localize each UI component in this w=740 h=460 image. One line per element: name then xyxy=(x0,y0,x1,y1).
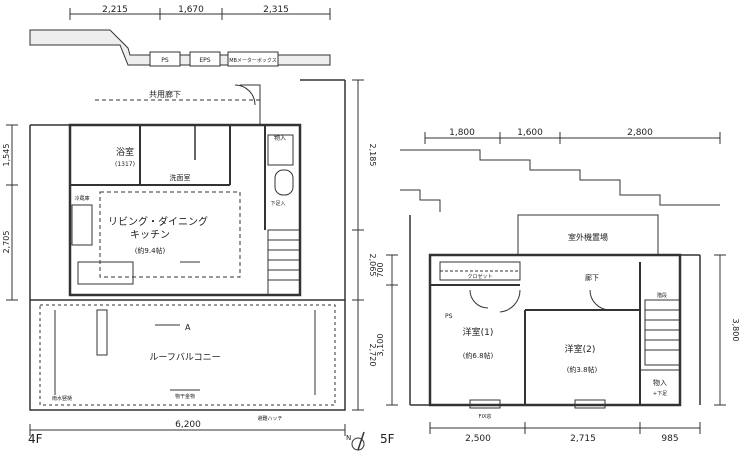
4f-storage-label: 物入 xyxy=(274,134,286,142)
4f-roof-balcony xyxy=(29,299,346,411)
4f-floor-label: 4F xyxy=(28,432,43,446)
4f-dim-top-3: 2,315 xyxy=(263,5,289,15)
4f-dim-top-2: 1,670 xyxy=(178,5,204,15)
5f-storage-note: +下足 xyxy=(653,391,667,397)
4f-bottom-label-2: 物干金物 xyxy=(175,393,195,400)
4f-outer-wall xyxy=(68,123,302,297)
5f-floor-label: 5F xyxy=(380,432,395,446)
5f-dim-right-1: 3,800 xyxy=(731,319,740,342)
5f-dim-top-3: 2,800 xyxy=(627,128,653,138)
4f-dim-bottom: 6,200 xyxy=(175,420,201,430)
4f-dim-top-1: 2,215 xyxy=(102,5,128,15)
5f-stair-label: 階段 xyxy=(657,292,667,299)
5f-dim-top-1: 1,800 xyxy=(449,128,475,138)
5f-dim-bottom-2: 2,715 xyxy=(570,434,596,444)
4f-roof-balcony-label: ルーフバルコニー xyxy=(149,352,220,363)
5f-stairs xyxy=(644,299,681,366)
4f-right-dimensions xyxy=(352,79,364,411)
floor-5f xyxy=(386,132,726,434)
5f-window-label: FIX窓 xyxy=(479,413,492,420)
4f-dim-right-2: 2,065 xyxy=(368,254,377,277)
4f-ldk-label-2: キッチン xyxy=(130,229,170,241)
4f-section-mark: A xyxy=(185,323,191,332)
4f-refrigerator-label: 冷蔵庫 xyxy=(74,195,89,202)
4f-dim-left-1: 1,545 xyxy=(2,144,11,167)
5f-right-dimensions xyxy=(714,254,726,406)
5f-dim-left-2: 3,100 xyxy=(376,334,385,357)
4f-bottom-dimension xyxy=(29,424,346,436)
4f-corridor-label: 共用廊下 xyxy=(149,89,181,99)
5f-western1-label: 洋室(1) xyxy=(463,326,494,338)
4f-meter-box-label: MBメーターボックス xyxy=(229,57,277,64)
4f-bottom-label-3: 避難ハッチ xyxy=(257,415,282,422)
4f-shoe-box-label: 下足入 xyxy=(270,201,285,207)
4f-bottom-label-1: 雨水竪樋 xyxy=(52,395,72,402)
5f-ps-label: PS xyxy=(445,313,453,320)
4f-top-dimensions xyxy=(69,8,331,20)
4f-dim-right-1: 2,185 xyxy=(368,144,377,167)
4f-left-dimensions xyxy=(6,124,18,301)
4f-bath-size: (1317) xyxy=(115,161,135,168)
4f-eps-label: EPS xyxy=(199,57,210,64)
5f-bottom-dimensions xyxy=(429,422,701,434)
4f-ps-label: PS xyxy=(161,57,169,64)
5f-storage-label: 物入 xyxy=(653,378,667,387)
4f-stairs xyxy=(267,229,301,296)
5f-dim-bottom-1: 2,500 xyxy=(465,434,491,444)
5f-top-dimensions xyxy=(424,132,721,144)
4f-ldk-size: (約9.4帖) xyxy=(135,246,166,255)
4f-ldk-label-1: リビング・ダイニング xyxy=(108,215,208,228)
5f-dim-bottom-3: 985 xyxy=(661,434,678,444)
5f-dim-top-2: 1,600 xyxy=(517,128,543,138)
4f-bath-label: 浴室 xyxy=(116,146,134,158)
5f-western1-size: (約6.8帖) xyxy=(463,351,494,360)
5f-left-dimensions xyxy=(386,254,398,406)
5f-hall-label: 廊下 xyxy=(585,273,599,282)
4f-dim-left-2: 2,705 xyxy=(2,231,11,254)
5f-dim-left-1: 700 xyxy=(376,262,385,277)
4f-dim-right-3: 2,720 xyxy=(368,344,377,367)
5f-outdoor-unit-label: 室外機置場 xyxy=(568,232,608,242)
5f-western2-label: 洋室(2) xyxy=(565,343,596,355)
5f-western2-size: (約3.8帖) xyxy=(567,365,598,374)
5f-closet-label: クロゼット xyxy=(467,273,492,280)
compass-n: N xyxy=(346,434,351,442)
floor-4f xyxy=(6,8,364,436)
compass xyxy=(351,431,365,451)
4f-washroom-label: 洗面室 xyxy=(170,173,191,182)
